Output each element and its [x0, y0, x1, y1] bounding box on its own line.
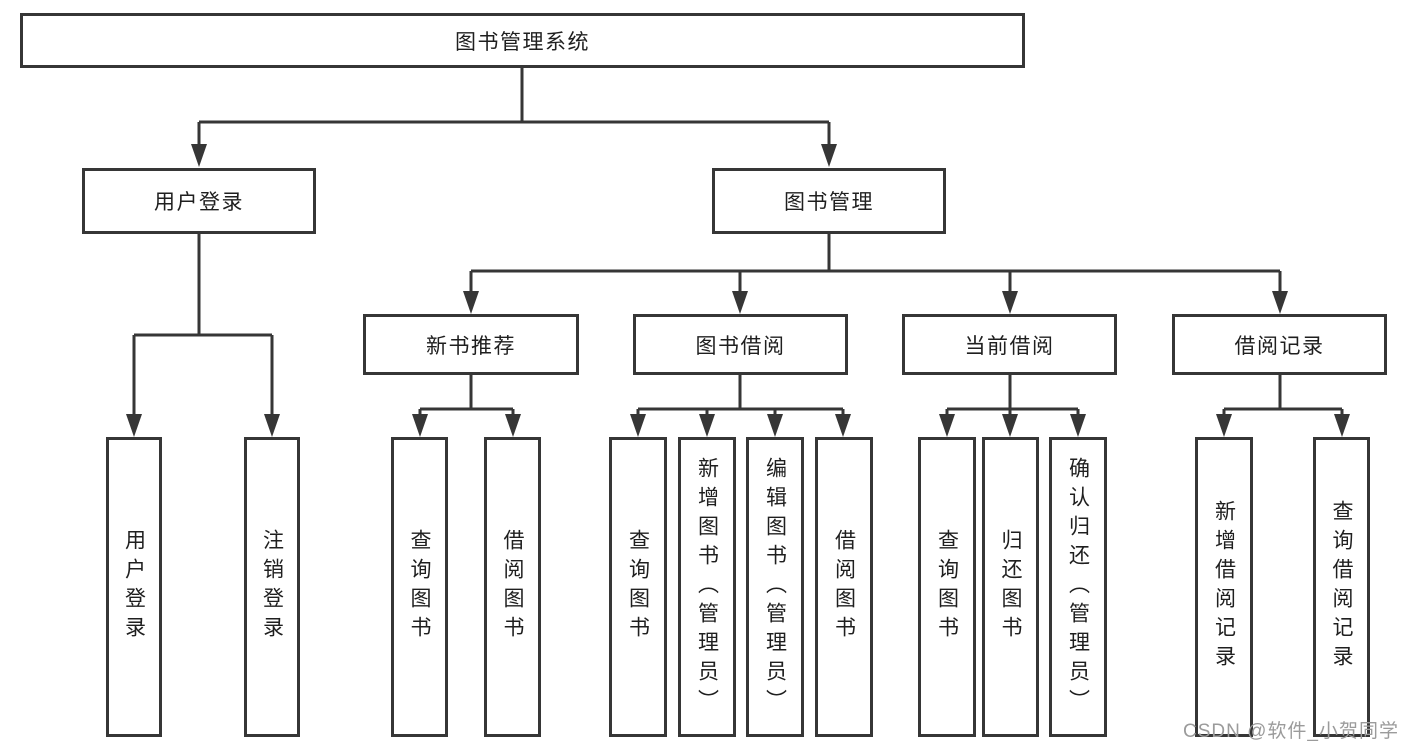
node-label: 查询图书 — [935, 529, 959, 645]
node-leaf-edit-books-admin: 编辑图书（管理员） — [746, 437, 804, 737]
node-leaf-query-borrow-record: 查询借阅记录 — [1313, 437, 1370, 737]
node-label: 注销登录 — [260, 529, 284, 645]
node-label: 查询借阅记录 — [1330, 500, 1353, 674]
csdn-watermark: CSDN @软件_小贺同学 — [1183, 721, 1399, 742]
node-leaf-query-books-2: 查询图书 — [609, 437, 667, 737]
node-label: 图书借阅 — [695, 334, 786, 358]
node-leaf-add-books-admin: 新增图书（管理员） — [678, 437, 736, 737]
node-label: 确认归还（管理员） — [1066, 456, 1090, 718]
node-book-management: 图书管理 — [712, 168, 946, 234]
node-label: 当前借阅 — [964, 334, 1055, 358]
node-label: 用户登录 — [154, 191, 244, 214]
node-book-borrowing: 图书借阅 — [633, 314, 848, 375]
node-label: 借阅记录 — [1234, 334, 1325, 358]
node-leaf-add-borrow-record: 新增借阅记录 — [1195, 437, 1253, 737]
node-current-borrowing: 当前借阅 — [902, 314, 1117, 375]
node-leaf-borrow-books-2: 借阅图书 — [815, 437, 873, 737]
node-leaf-query-books-1: 查询图书 — [391, 437, 448, 737]
node-label: 新书推荐 — [426, 334, 516, 358]
node-label: 归还图书 — [999, 529, 1022, 645]
node-library-management-system: 图书管理系统 — [20, 13, 1025, 68]
node-label: 新增图书（管理员） — [695, 456, 719, 718]
node-label: 查询图书 — [408, 529, 431, 645]
node-borrowing-records: 借阅记录 — [1172, 314, 1387, 375]
node-label: 图书管理系统 — [455, 30, 590, 54]
node-label: 用户登录 — [122, 529, 146, 645]
node-leaf-query-books-3: 查询图书 — [918, 437, 976, 737]
node-label: 新增借阅记录 — [1212, 500, 1236, 674]
node-label: 查询图书 — [626, 529, 650, 645]
node-new-book-recommend: 新书推荐 — [363, 314, 579, 375]
node-leaf-user-login: 用户登录 — [106, 437, 162, 737]
node-label: 编辑图书（管理员） — [763, 456, 787, 718]
node-label: 图书管理 — [784, 191, 874, 214]
node-leaf-borrow-books-1: 借阅图书 — [484, 437, 541, 737]
node-leaf-return-books: 归还图书 — [982, 437, 1039, 737]
node-label: 借阅图书 — [501, 529, 524, 645]
node-leaf-confirm-return-admin: 确认归还（管理员） — [1049, 437, 1107, 737]
node-leaf-logout: 注销登录 — [244, 437, 300, 737]
node-user-login: 用户登录 — [82, 168, 316, 234]
node-label: 借阅图书 — [832, 529, 856, 645]
